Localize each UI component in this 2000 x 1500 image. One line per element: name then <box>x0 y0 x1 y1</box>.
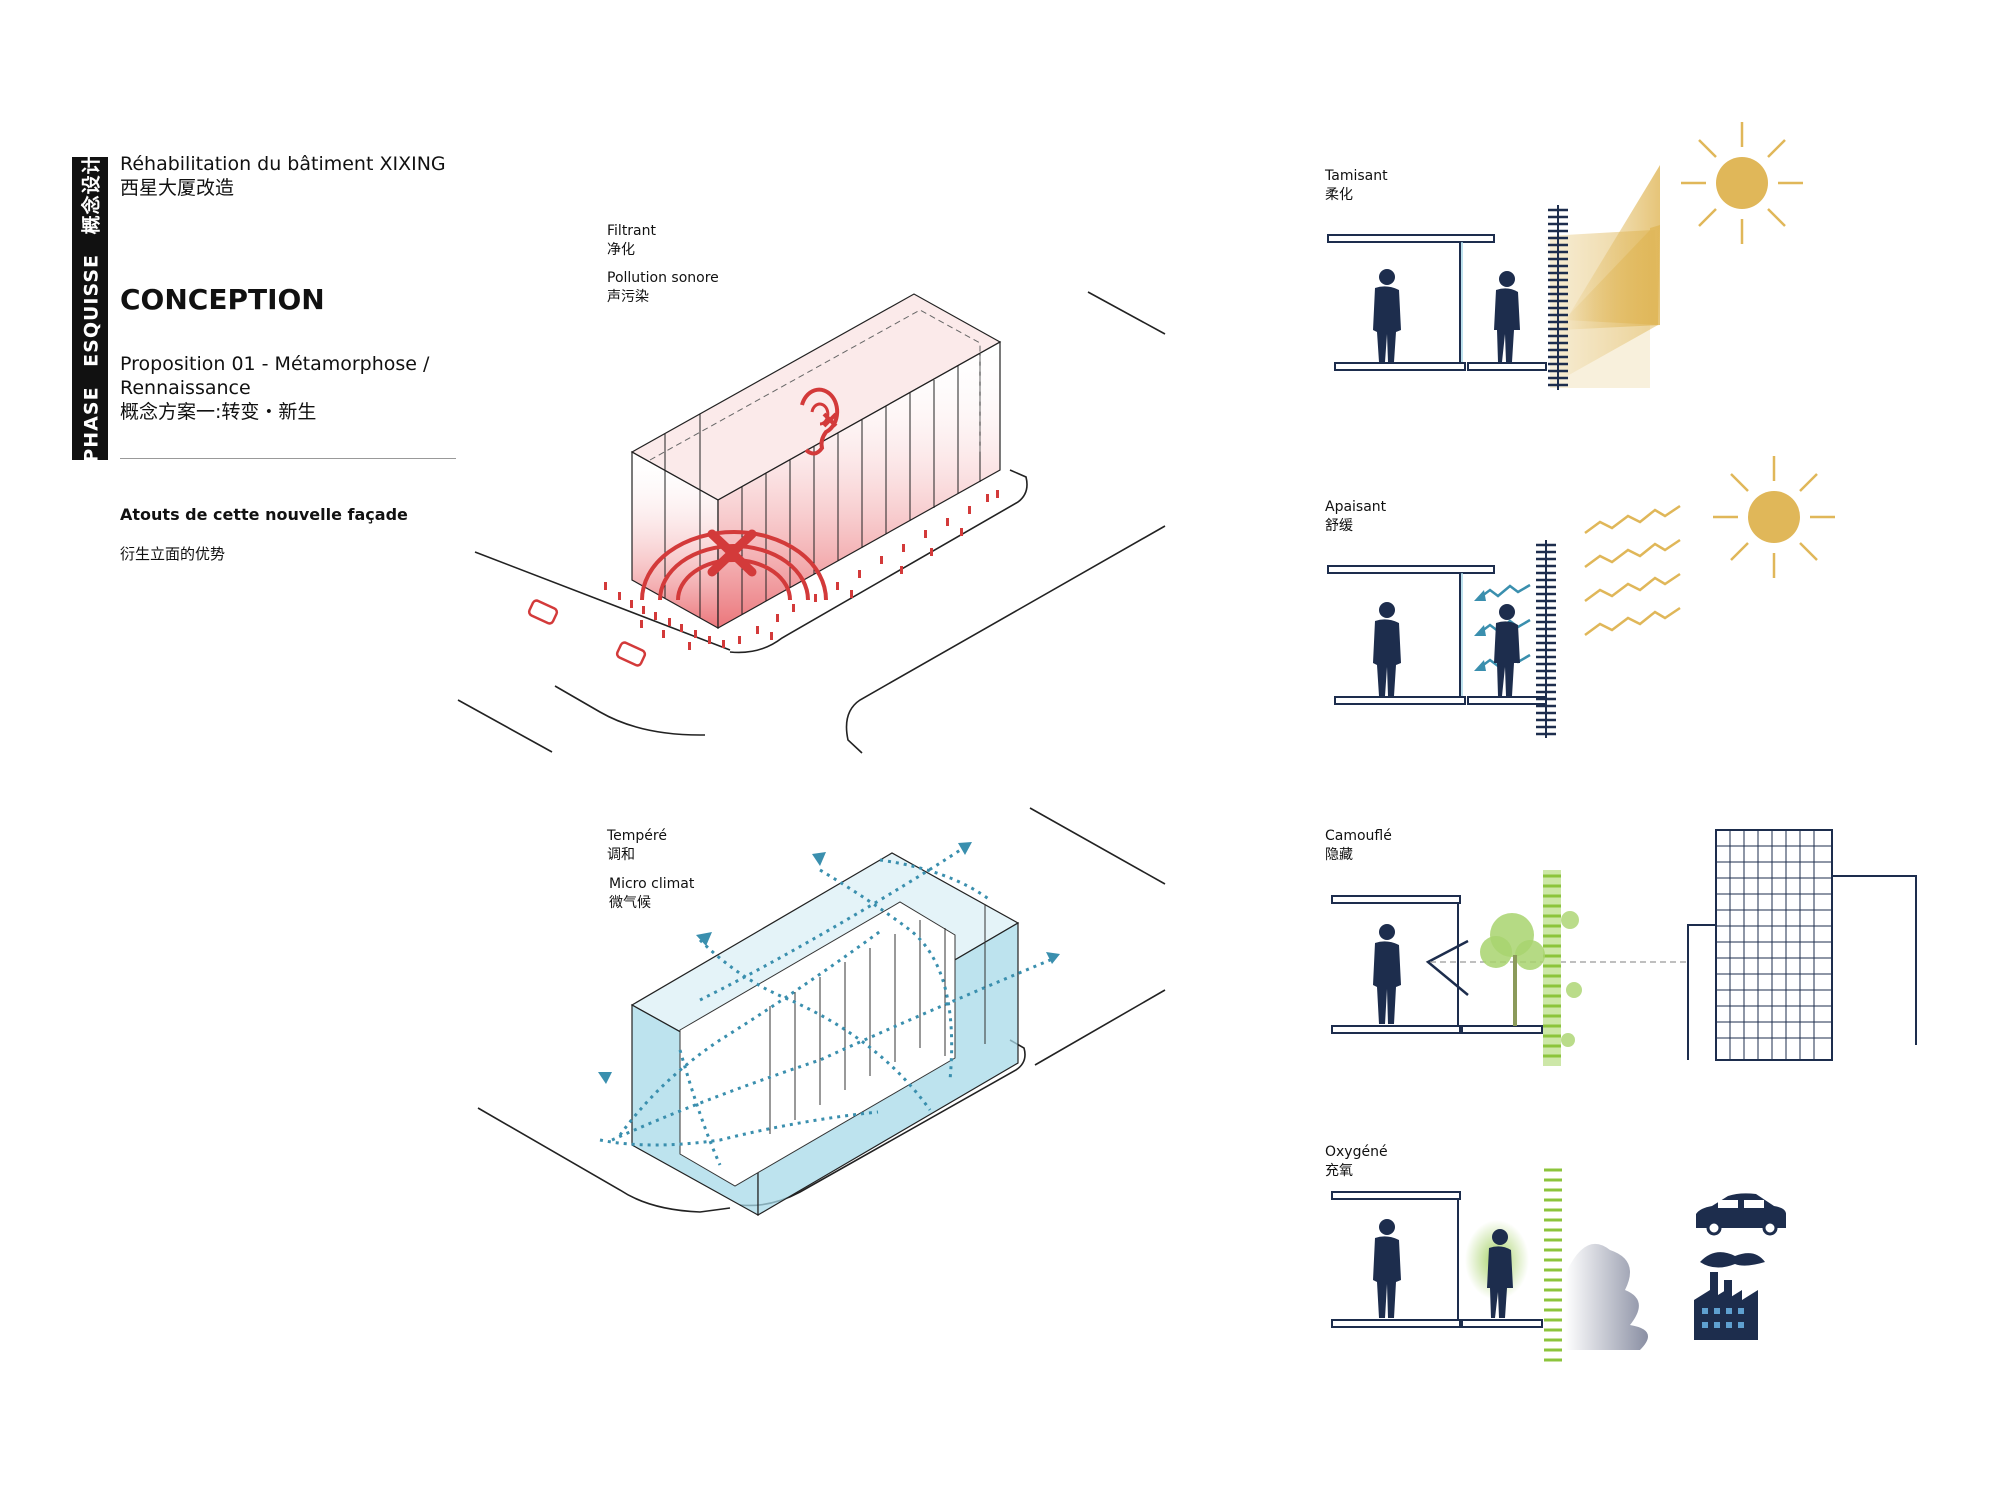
divider-line <box>120 458 456 459</box>
building2-ribs <box>769 904 986 1134</box>
sidebar-bar <box>72 157 108 460</box>
louvre-slats-1 <box>1548 208 1568 387</box>
panel-label-tamisant: Tamisant 柔化 <box>1325 168 1388 203</box>
ear-cross-icon <box>800 387 840 456</box>
label-pollution: Pollution sonore 声污染 <box>607 270 719 305</box>
person-icon <box>1373 269 1401 362</box>
tempere-diagram <box>477 807 1166 1217</box>
atouts-heading-cn: 衍生立面的优势 <box>120 545 226 563</box>
sun-icon <box>1713 456 1835 578</box>
heat-waves <box>1584 504 1681 637</box>
panel-tamisant <box>1327 122 1803 390</box>
project-title-fr: Réhabilitation du bâtiment XIXING <box>120 153 446 175</box>
street-lines-top <box>457 291 1166 754</box>
neighbour-grid <box>1716 830 1832 1060</box>
proposition-line1: Proposition 01 - Métamorphose / <box>120 353 430 375</box>
panel-label-oxygene: Oxygéné 充氧 <box>1325 1144 1388 1179</box>
label-filtrant: Filtrant 净化 <box>607 223 656 258</box>
person-icon <box>1494 271 1520 362</box>
building2-core <box>679 901 956 1187</box>
filtrant-diagram <box>457 291 1166 754</box>
car-icon <box>1696 1193 1786 1236</box>
factory-icon <box>1694 1252 1765 1340</box>
green-screen <box>1543 870 1561 1066</box>
project-title: Réhabilitation du bâtiment XIXING 西星大厦改造 <box>120 152 446 200</box>
proposition-text: Proposition 01 - Métamorphose / Rennaiss… <box>120 352 429 424</box>
label-microclimat: Micro climat 微气候 <box>609 876 695 911</box>
person-icon <box>1373 602 1401 696</box>
noise-cross-icon <box>707 529 757 577</box>
panel-apaisant <box>1327 456 1835 738</box>
atouts-heading: Atouts de cette nouvelle façade <box>120 505 408 524</box>
person-icon <box>1494 604 1520 696</box>
view-angle <box>1425 939 1469 996</box>
airflow-arrowheads <box>598 842 1060 1084</box>
panel-camoufle <box>1331 829 1917 1066</box>
panel-oxygene <box>1331 1168 1786 1362</box>
building-side-face <box>717 340 1001 630</box>
person-icon <box>1373 924 1401 1024</box>
label-tempere: Tempéré 调和 <box>607 828 667 863</box>
proposition-cn: 概念方案一:转变・新生 <box>120 401 317 423</box>
person-icon <box>1373 1219 1401 1318</box>
person-icon <box>1487 1229 1513 1318</box>
tree-icon <box>1480 911 1582 1047</box>
panel-label-camoufle: Camouflé 隐藏 <box>1325 828 1392 863</box>
project-title-cn: 西星大厦改造 <box>120 177 235 199</box>
building-ribs <box>664 354 981 618</box>
smoke-cloud <box>1565 1243 1648 1350</box>
sun-icon <box>1681 122 1803 244</box>
panel-label-apaisant: Apaisant 舒缓 <box>1325 499 1387 534</box>
car-icon <box>527 599 647 667</box>
green-screen-2 <box>1544 1168 1562 1362</box>
pedestrians <box>604 490 999 650</box>
airflow-arrows <box>599 843 1056 1166</box>
neighbour-building <box>1687 829 1917 1061</box>
cooled-arrowheads <box>1474 590 1486 671</box>
section-heading: CONCEPTION <box>120 283 325 316</box>
proposition-line2: Rennaissance <box>120 377 251 399</box>
